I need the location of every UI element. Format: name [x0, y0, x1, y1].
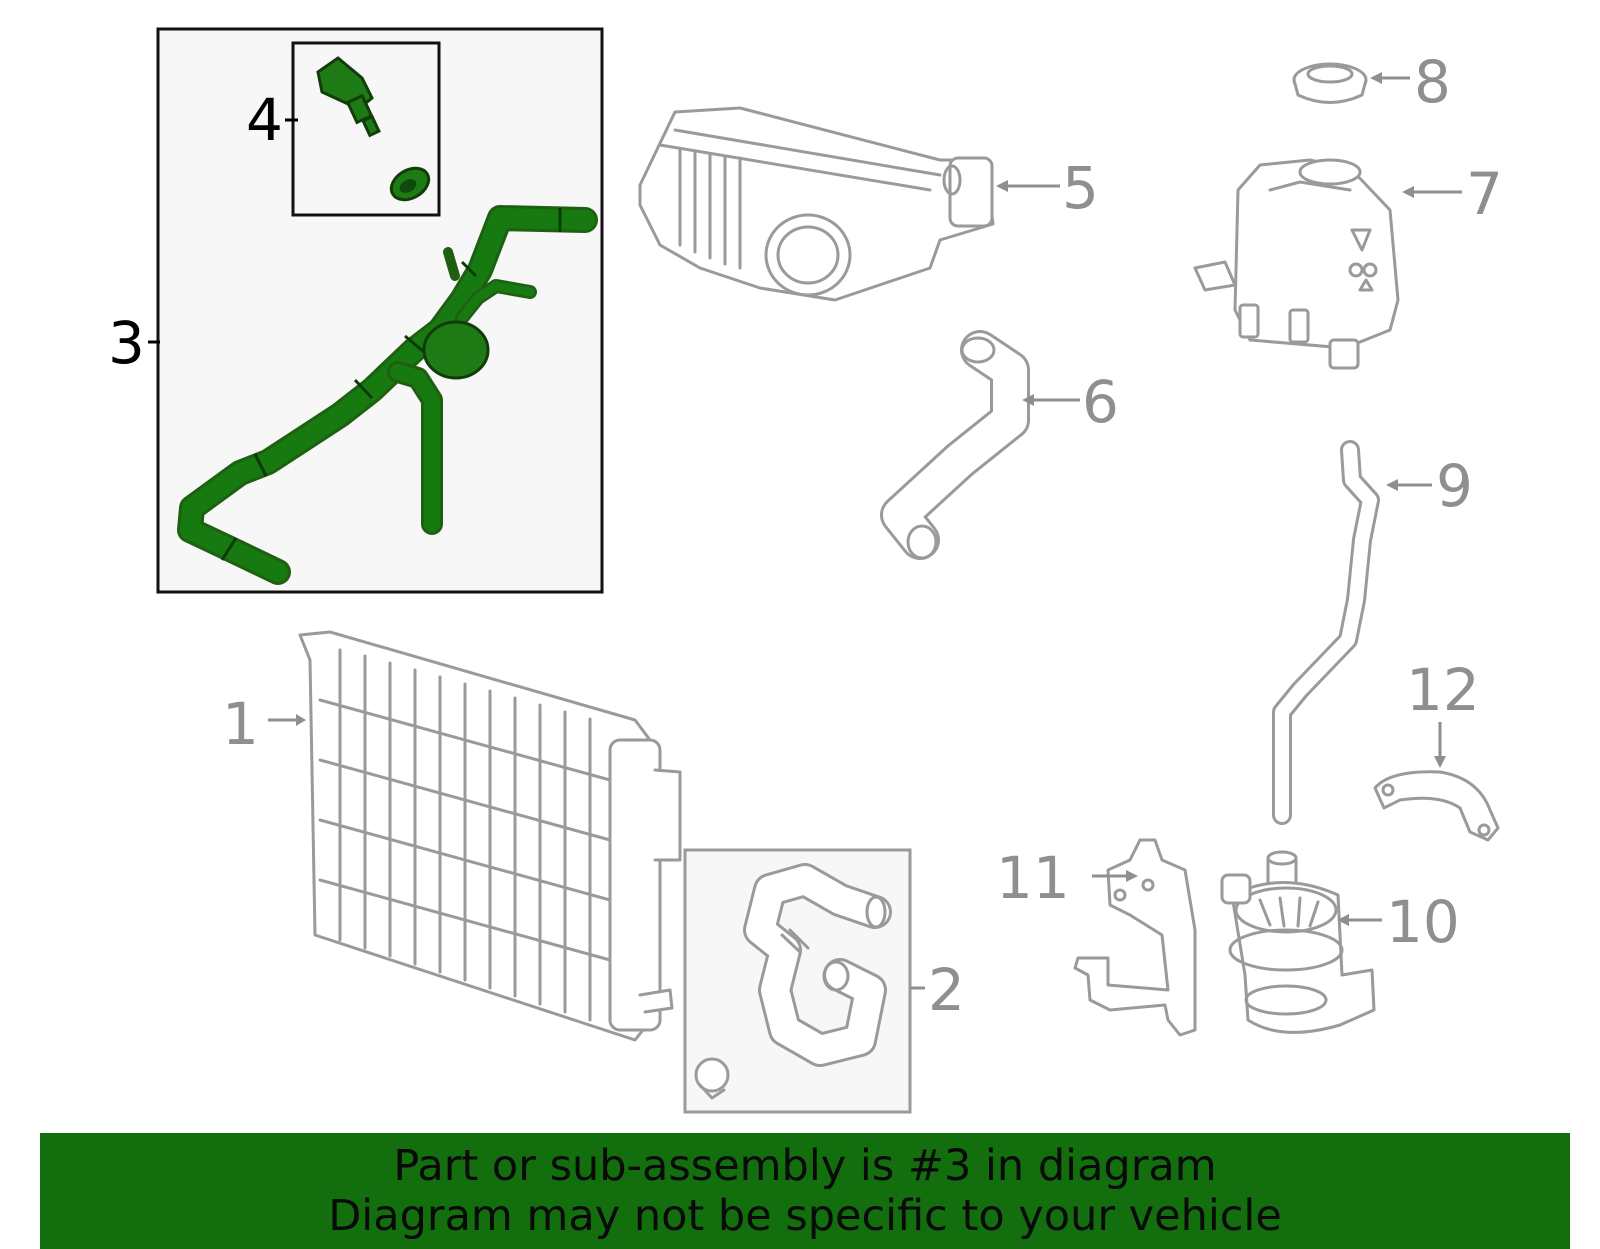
callout-9[interactable]: 9	[1436, 452, 1473, 520]
callout-4[interactable]: 4	[246, 86, 283, 154]
part-8-cap[interactable]	[1292, 62, 1368, 104]
banner-line-1: Part or sub-assembly is #3 in diagram	[393, 1141, 1217, 1191]
leader-lines	[148, 72, 1462, 990]
callout-1[interactable]: 1	[222, 690, 259, 758]
part-1-radiator[interactable]	[298, 630, 682, 1042]
part-4-sensor-box[interactable]	[291, 41, 441, 217]
callout-7[interactable]: 7	[1466, 160, 1503, 228]
callout-2[interactable]: 2	[928, 956, 965, 1024]
callout-12[interactable]: 12	[1406, 656, 1480, 724]
part-12-bracket[interactable]	[1373, 770, 1500, 842]
part-7-reservoir[interactable]	[1193, 158, 1400, 370]
part-5-cooler[interactable]	[638, 106, 995, 302]
callout-3[interactable]: 3	[108, 309, 145, 377]
callout-8[interactable]: 8	[1414, 48, 1451, 116]
callout-10[interactable]: 10	[1386, 888, 1460, 956]
part-3-assembly[interactable]	[156, 27, 604, 594]
callout-11[interactable]: 11	[996, 844, 1070, 912]
part-6-hose[interactable]	[880, 330, 1030, 560]
part-10-water-pump[interactable]	[1220, 850, 1376, 1034]
banner-line-2: Diagram may not be specific to your vehi…	[328, 1191, 1282, 1241]
part-2-hose-kit[interactable]	[683, 848, 912, 1114]
part-11-bracket[interactable]	[1073, 838, 1197, 1037]
callout-6[interactable]: 6	[1082, 368, 1119, 436]
coolant-hose-main	[177, 205, 598, 585]
callout-5[interactable]: 5	[1062, 154, 1099, 222]
part-9-pipe[interactable]	[1272, 440, 1380, 825]
info-banner: Part or sub-assembly is #3 in diagram Di…	[40, 1133, 1570, 1249]
